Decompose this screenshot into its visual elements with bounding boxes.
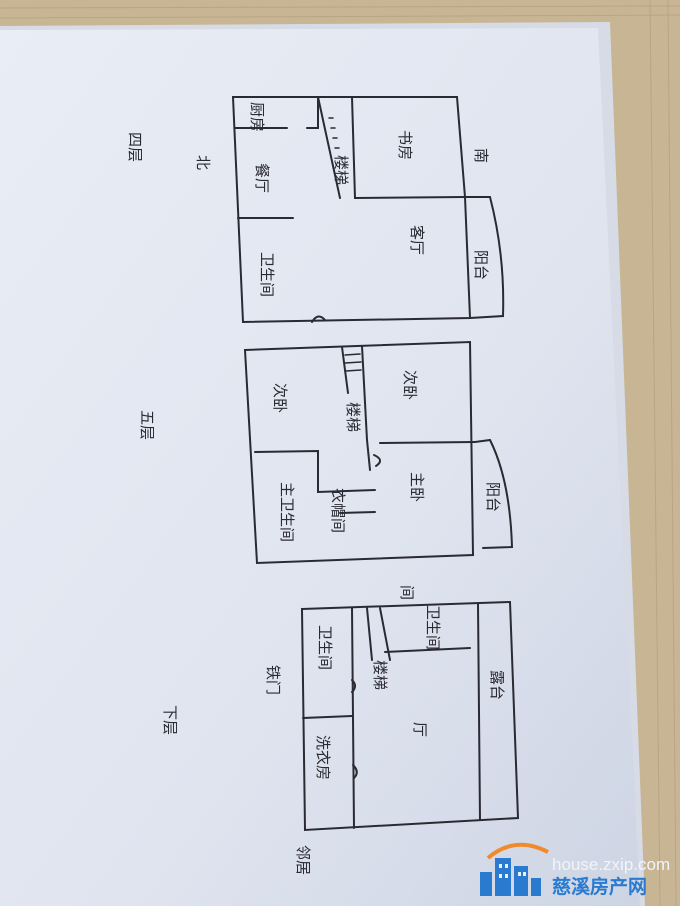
room-cloakroom: 衣帽间 bbox=[329, 488, 347, 533]
room-label-small: 间 bbox=[398, 585, 416, 600]
watermark-logo bbox=[480, 842, 549, 896]
room-second-bedroom: 次卧 bbox=[401, 370, 419, 400]
floor-label-5: 五层 bbox=[138, 410, 156, 440]
floor-plan-lower bbox=[300, 600, 520, 832]
room-master-bathroom: 主卫生间 bbox=[278, 482, 296, 542]
room-terrace: 露台 bbox=[488, 670, 506, 700]
room-stairs: 楼梯 bbox=[344, 402, 362, 432]
floor-label-4: 四层 bbox=[126, 132, 144, 162]
plans bbox=[231, 96, 520, 832]
paper-sheet bbox=[0, 28, 640, 906]
south-label: 南 bbox=[472, 148, 490, 163]
room-second-bedroom: 次卧 bbox=[271, 383, 289, 413]
room-bathroom: 卫生间 bbox=[316, 625, 334, 670]
room-master-bedroom: 主卧 bbox=[408, 472, 426, 502]
floor-plan-5 bbox=[243, 340, 514, 565]
room-stairs: 楼梯 bbox=[332, 155, 350, 185]
room-stairs: 楼梯 bbox=[371, 660, 389, 690]
floor-plan-4 bbox=[231, 96, 505, 324]
room-laundry: 洗衣房 bbox=[314, 735, 332, 780]
room-living: 客厅 bbox=[408, 225, 426, 255]
watermark-name: 慈溪房产网 bbox=[552, 875, 647, 898]
watermark-url: house.zxip.com bbox=[552, 855, 670, 874]
room-hall: 厅 bbox=[411, 722, 429, 737]
floor-label-lower: 下层 bbox=[161, 705, 179, 735]
room-dining: 餐厅 bbox=[253, 163, 271, 193]
room-bathroom-2: 卫生间 bbox=[424, 605, 442, 650]
watermark: house.zxip.com 慈溪房产网 bbox=[480, 842, 670, 898]
north-label: 北 bbox=[194, 155, 212, 170]
iron-gate-label: 铁门 bbox=[264, 665, 282, 695]
room-kitchen: 厨房 bbox=[248, 102, 266, 132]
room-study: 书房 bbox=[396, 130, 414, 160]
room-bathroom: 卫生间 bbox=[258, 252, 276, 297]
neighbor-label: 邻居 bbox=[294, 845, 312, 875]
room-balcony: 阳台 bbox=[484, 482, 502, 512]
room-balcony: 阳台 bbox=[472, 250, 490, 280]
